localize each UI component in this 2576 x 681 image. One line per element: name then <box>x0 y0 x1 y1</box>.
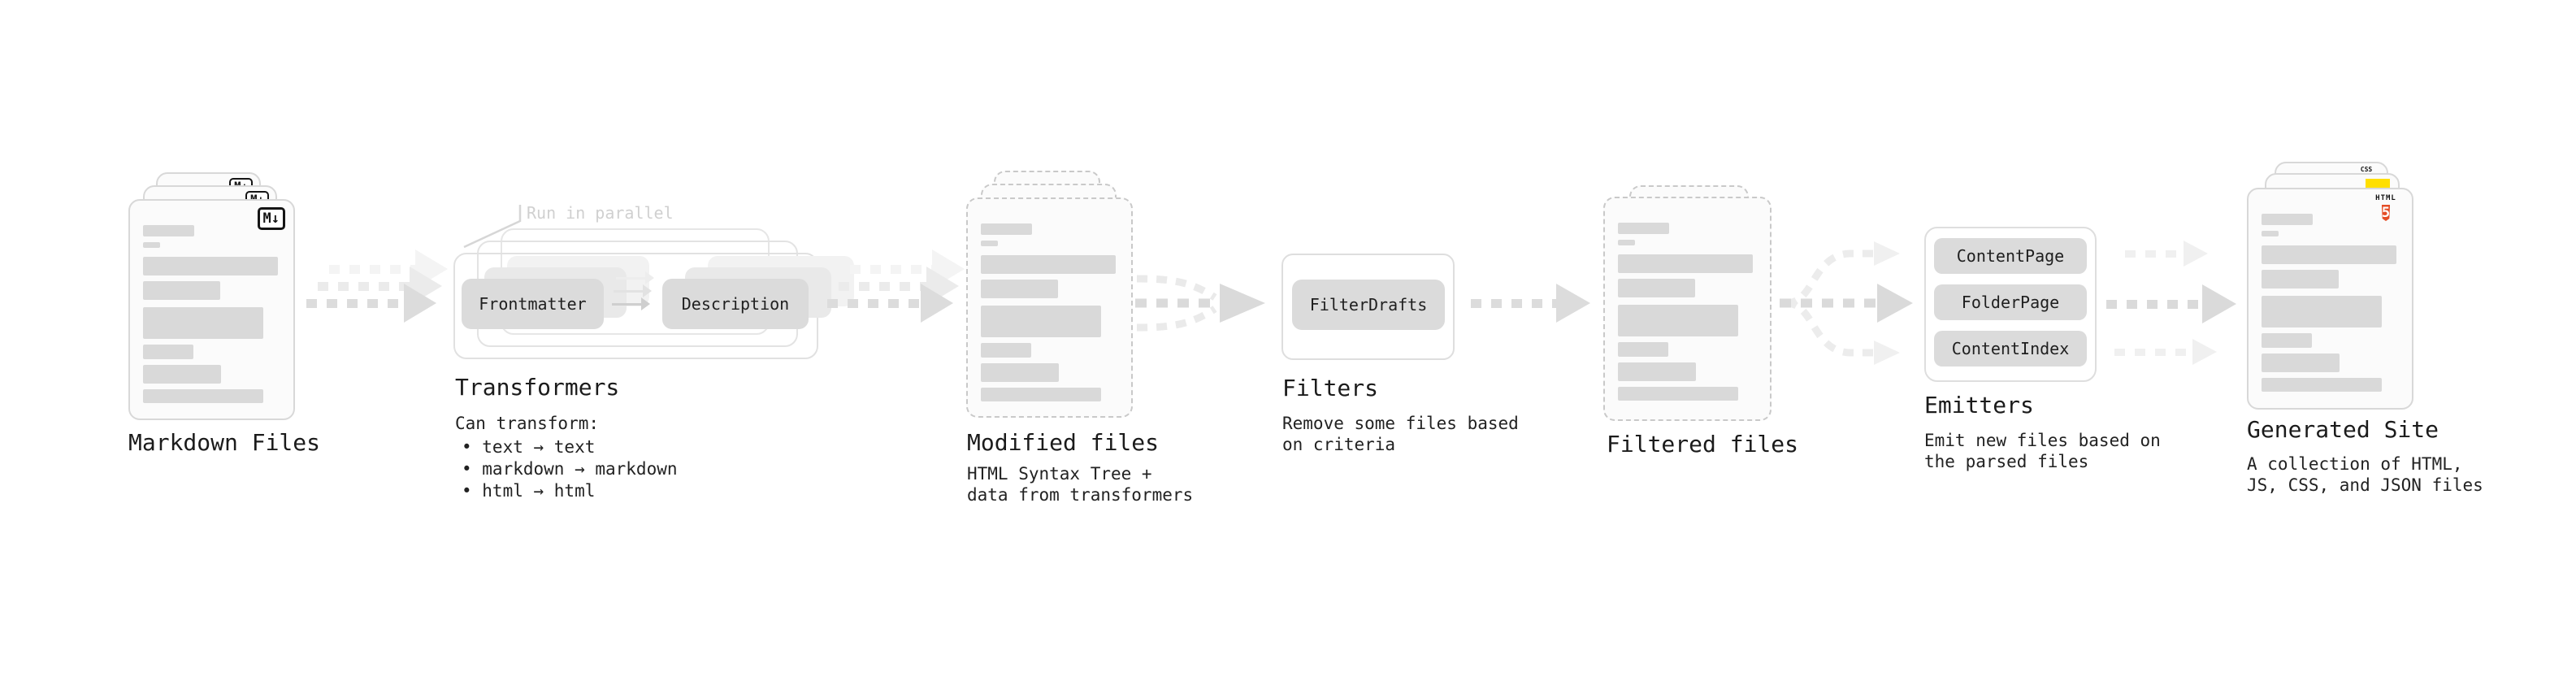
markdown-icon: M↓ <box>257 207 285 230</box>
transformer-chip-frontmatter: Frontmatter <box>462 279 604 329</box>
modified-file-card <box>966 197 1133 418</box>
modified-files-note: HTML Syntax Tree + data from transformer… <box>967 464 1194 505</box>
flow-arrow-filters-to-filtered <box>1471 284 1590 323</box>
filters-note: Remove some files based on criteria <box>1282 414 1519 454</box>
flow-arrow-contentindex-out <box>2114 339 2217 365</box>
modified-files-stack <box>966 171 1133 418</box>
bullet-item: • html → html <box>462 481 596 501</box>
filter-chip-filterdrafts: FilterDrafts <box>1292 280 1445 330</box>
parallel-arrow-icon <box>612 295 650 314</box>
generated-site-stack: CSS HTML 5 <box>2247 162 2413 410</box>
filters-label: Filters <box>1282 375 1379 401</box>
bullet-item: • text → text <box>462 437 596 457</box>
transformers-label: Transformers <box>455 374 620 401</box>
generated-site-label: Generated Site <box>2247 416 2439 443</box>
generated-site-note: A collection of HTML, JS, CSS, and JSON … <box>2247 454 2483 495</box>
css-icon: CSS <box>2360 166 2373 173</box>
skeleton-text-lines <box>2249 189 2412 392</box>
transformers-bullet-list: • text → text • markdown → markdown • ht… <box>462 436 678 502</box>
html5-icon: HTML 5 <box>2375 194 2396 221</box>
skeleton-text-lines <box>130 201 293 403</box>
markdown-files-stack: M↓ M↓ M↓ <box>128 172 295 420</box>
flow-arrow-diverge-to-emitters <box>1780 241 1913 365</box>
html-file-card: HTML 5 <box>2247 188 2413 410</box>
emitters-label: Emitters <box>1924 392 2034 419</box>
markdown-files-label: Markdown Files <box>128 429 321 456</box>
parallel-arrow-icon <box>616 269 654 288</box>
modified-files-label: Modified files <box>967 429 1160 456</box>
parallel-arrow-icon <box>614 282 652 301</box>
flow-arrow-converge-to-filters <box>1135 275 1265 332</box>
transformer-chip-description: Description <box>662 279 809 329</box>
markdown-file-card: M↓ <box>128 199 295 420</box>
emitters-note: Emit new files based on the parsed files <box>1924 431 2161 471</box>
javascript-icon <box>2366 179 2390 189</box>
run-in-parallel-callout-line <box>463 205 522 249</box>
emitter-chip-contentpage: ContentPage <box>1934 238 2087 274</box>
filtered-file-card <box>1603 197 1772 421</box>
filtered-files-stack <box>1603 185 1772 421</box>
filtered-files-label: Filtered files <box>1607 431 1799 458</box>
flow-arrow-contentpage-out <box>2125 241 2208 267</box>
bullet-item: • markdown → markdown <box>462 459 678 479</box>
transformers-note-title: Can transform: <box>455 414 600 433</box>
flow-arrow-folderpage-out <box>2106 284 2236 323</box>
skeleton-text-lines <box>1605 198 1770 401</box>
emitter-chip-contentindex: ContentIndex <box>1934 331 2087 367</box>
run-in-parallel-annotation: Run in parallel <box>527 203 674 223</box>
emitter-chip-folderpage: FolderPage <box>1934 284 2087 320</box>
skeleton-text-lines <box>968 199 1131 401</box>
